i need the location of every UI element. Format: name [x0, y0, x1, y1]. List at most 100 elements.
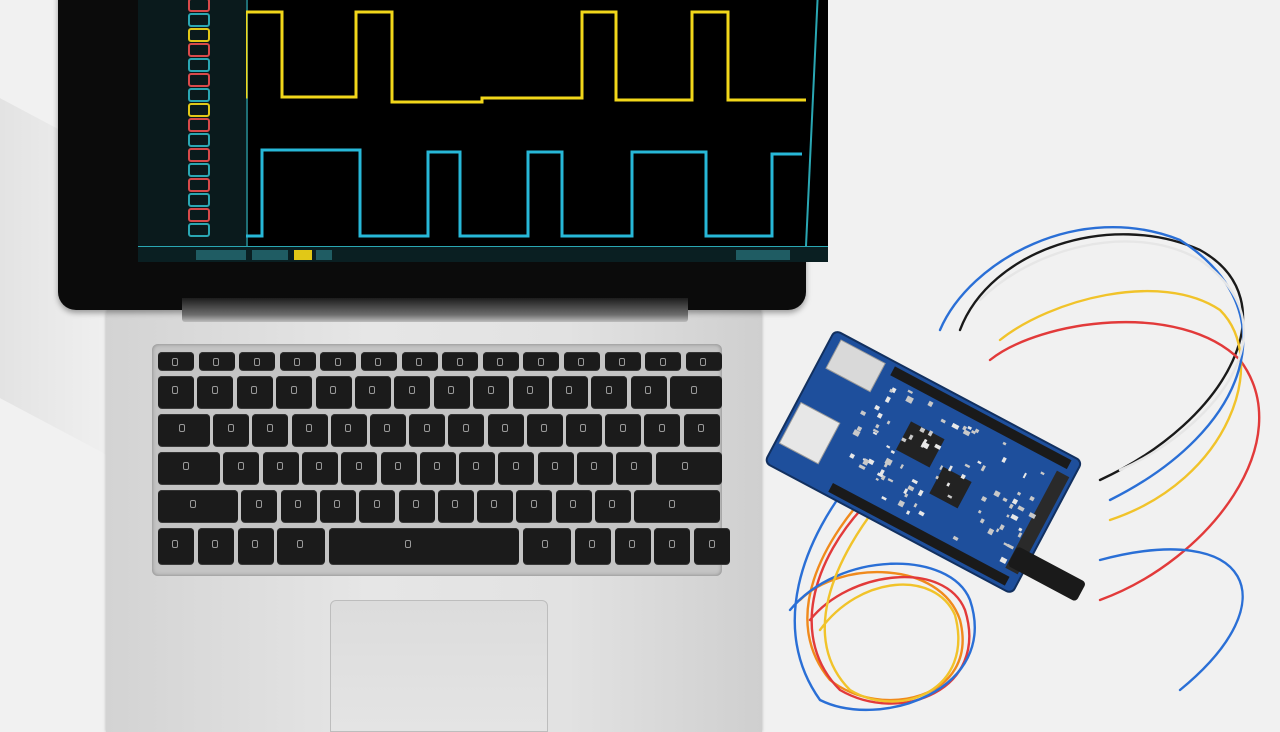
keyboard-key: [564, 352, 600, 370]
microcontroller-board: [765, 331, 1082, 593]
wire-blue: [938, 225, 1245, 502]
smd-component: [903, 488, 909, 495]
keyboard-key: [380, 452, 417, 484]
keyboard-key: [605, 414, 642, 446]
status-chip: [294, 250, 312, 260]
keyboard-key: [394, 376, 431, 408]
sidebar-icon: [188, 73, 210, 87]
smd-component: [964, 463, 971, 469]
keyboard-key: [197, 528, 234, 564]
smd-component: [927, 400, 934, 408]
keyboard-key: [604, 352, 641, 370]
keyboard-key: [197, 376, 234, 408]
status-chip: [196, 250, 246, 260]
keyboard-key: [537, 452, 574, 484]
sidebar-icon: [188, 28, 210, 42]
smd-component: [980, 464, 986, 472]
sidebar-icon: [188, 88, 210, 102]
keyboard-key: [694, 528, 731, 564]
smd-component: [875, 423, 880, 429]
keyboard-key: [315, 376, 352, 408]
sidebar-icon: [188, 103, 210, 117]
keyboard-key: [158, 528, 194, 564]
keyboard-key: [280, 490, 317, 522]
keyboard-key: [158, 452, 220, 484]
laptop-hinge: [182, 298, 688, 322]
smd-component: [927, 430, 934, 437]
smd-component: [881, 495, 887, 501]
smd-component: [874, 404, 881, 411]
keyboard-key: [487, 414, 524, 446]
smd-component: [911, 478, 918, 485]
keyboard-key: [330, 414, 367, 446]
smd-component: [999, 524, 1005, 531]
smd-component: [995, 528, 1000, 533]
smd-component: [934, 443, 942, 450]
keyboard-key: [158, 414, 210, 446]
smd-component: [908, 434, 914, 441]
keyboard-key: [236, 376, 273, 408]
smd-component: [886, 445, 891, 449]
smd-component: [920, 441, 930, 450]
smd-component: [1029, 495, 1035, 502]
keyboard-key: [616, 452, 653, 484]
keyboard-key: [683, 414, 720, 446]
smd-component: [979, 518, 985, 524]
smd-component: [1017, 532, 1023, 538]
keyboard-key: [512, 376, 549, 408]
smd-component: [939, 465, 944, 471]
usb-connector: [825, 339, 886, 393]
smd-component: [977, 460, 982, 465]
keyboard-key: [552, 376, 588, 408]
sidebar-icon: [188, 223, 210, 237]
keyboard-key: [252, 414, 289, 446]
keyboard-key: [419, 452, 456, 484]
waveform-plot: [246, 0, 819, 246]
smd-component: [876, 472, 884, 478]
smd-component: [951, 422, 960, 430]
wire-yellow: [998, 289, 1243, 522]
waveform-cyan: [246, 148, 802, 238]
keyboard-key: [630, 376, 667, 408]
smd-component: [946, 482, 951, 487]
keyboard-key: [223, 452, 260, 484]
smd-component: [1028, 512, 1037, 519]
keyboard-key: [398, 490, 435, 522]
status-chip: [736, 250, 790, 260]
smd-component: [919, 427, 926, 434]
smd-component: [999, 556, 1008, 565]
sidebar-icon: [188, 43, 210, 57]
keyboard-key: [566, 414, 602, 446]
keyboard-key: [437, 490, 474, 522]
keyboard-key: [591, 376, 628, 408]
smd-component: [872, 428, 879, 434]
smd-component: [1002, 497, 1008, 503]
smd-component: [907, 485, 915, 492]
keyboard-key: [670, 376, 723, 408]
trackpad: [330, 600, 548, 732]
smd-component: [960, 473, 966, 480]
status-chip: [316, 250, 332, 260]
smd-component: [907, 389, 914, 395]
keyboard-key: [442, 352, 479, 370]
sidebar-icon: [188, 13, 210, 27]
keyboard-key: [355, 376, 391, 408]
keyboard-key: [158, 352, 194, 370]
smd-component: [1016, 491, 1022, 496]
smd-component: [1022, 472, 1027, 479]
wire-blue-long: [1098, 548, 1244, 692]
smd-component: [849, 453, 855, 459]
smd-component: [1001, 456, 1007, 463]
smd-component: [872, 431, 878, 436]
smd-component: [1002, 441, 1007, 446]
keyboard-key: [595, 490, 631, 522]
wire-black: [958, 233, 1245, 482]
keyboard-key: [291, 414, 328, 446]
ethernet-jack: [778, 401, 841, 465]
keyboard-key: [401, 352, 438, 370]
smd-component: [1017, 505, 1025, 512]
keyboard-key: [473, 376, 510, 408]
keyboard-key: [198, 352, 235, 370]
keyboard-key: [634, 490, 721, 522]
